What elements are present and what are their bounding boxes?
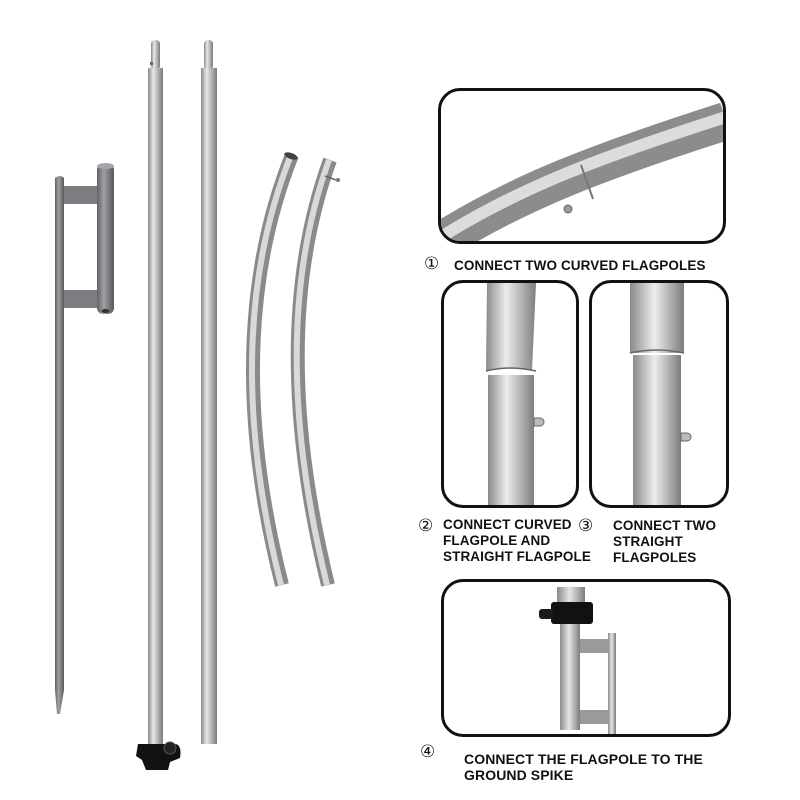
curved-pole-2-icon bbox=[290, 157, 340, 587]
ground-spike-icon bbox=[55, 163, 114, 714]
straight-pole-bottom-icon bbox=[136, 40, 181, 770]
step-2-caption-line-1: CONNECT CURVED bbox=[443, 517, 572, 532]
step-2-caption-line-2: FLAGPOLE AND bbox=[443, 533, 551, 548]
straight-pole-top-icon bbox=[201, 40, 217, 744]
step-3-caption-line-1: CONNECT TWO bbox=[613, 518, 717, 533]
curved-pole-1-icon bbox=[246, 152, 299, 587]
step-1-caption: CONNECT TWO CURVED FLAGPOLES bbox=[454, 258, 706, 273]
step-4-number: ④ bbox=[420, 742, 436, 761]
step-1-number: ① bbox=[424, 254, 440, 273]
step-2-caption-line-3: STRAIGHT FLAGPOLE bbox=[443, 549, 591, 564]
step-4-panel bbox=[441, 579, 731, 737]
step-3-caption-line-3: FLAGPOLES bbox=[613, 550, 697, 565]
pole-to-spike-joint-icon bbox=[539, 587, 616, 734]
curved-to-straight-joint-icon bbox=[485, 283, 545, 505]
curved-joint-icon bbox=[441, 102, 723, 241]
step-2-number: ② bbox=[418, 516, 434, 535]
step-4-caption-line-1: CONNECT THE FLAGPOLE TO THE bbox=[464, 751, 703, 767]
step-3-caption-line-2: STRAIGHT bbox=[613, 534, 683, 549]
straight-to-straight-joint-icon bbox=[629, 283, 692, 505]
step-3-panel bbox=[589, 280, 729, 508]
step-1-panel bbox=[438, 88, 726, 244]
parts-illustration bbox=[55, 40, 340, 770]
step-2-panel bbox=[441, 280, 579, 508]
step-3-number: ③ bbox=[578, 516, 594, 535]
step-4-caption-line-2: GROUND SPIKE bbox=[464, 767, 574, 783]
